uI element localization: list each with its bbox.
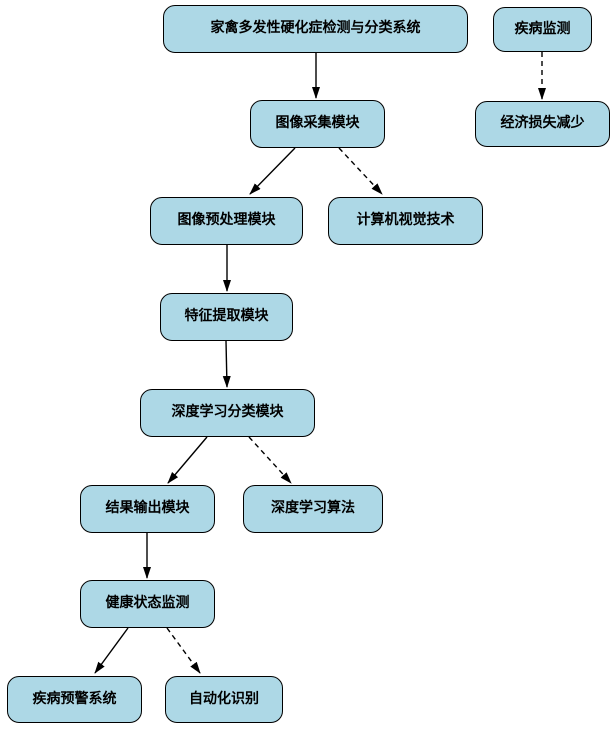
- node-image-preprocessing-label: 图像预处理模块: [177, 212, 276, 229]
- edge-feature-extraction-to-deep-learning-classification: [222, 340, 231, 388]
- edge-image-acquisition-to-computer-vision: [338, 147, 383, 195]
- node-image-acquisition: 图像采集模块: [250, 100, 385, 148]
- node-feature-extraction: 特征提取模块: [160, 293, 293, 341]
- node-health-status-monitoring: 健康状态监测: [80, 580, 215, 628]
- node-health-status-monitoring-label: 健康状态监测: [105, 595, 190, 612]
- node-economic-loss-reduction-label: 经济损失减少: [500, 115, 585, 132]
- edge-health-status-monitoring-to-disease-warning-system: [94, 627, 129, 674]
- node-computer-vision-label: 计算机视觉技术: [356, 212, 455, 229]
- node-result-output-label: 结果输出模块: [105, 500, 190, 517]
- node-economic-loss-reduction: 经济损失减少: [475, 101, 610, 147]
- node-disease-warning-system-label: 疾病预警系统: [32, 690, 117, 707]
- node-disease-monitoring: 疾病监测: [493, 7, 592, 52]
- edge-image-acquisition-to-image-preprocessing: [249, 147, 296, 195]
- node-deep-learning-algorithm-label: 深度学习算法: [271, 500, 355, 517]
- node-feature-extraction-label: 特征提取模块: [184, 308, 269, 325]
- edge-deep-learning-classification-to-deep-learning-algorithm: [248, 436, 292, 484]
- node-image-preprocessing: 图像预处理模块: [150, 197, 303, 245]
- node-system-label: 家禽多发性硬化症检测与分类系统: [210, 20, 421, 37]
- edge-health-status-monitoring-to-automated-recognition: [166, 627, 201, 674]
- node-deep-learning-algorithm: 深度学习算法: [243, 485, 383, 533]
- edge-deep-learning-classification-to-result-output: [167, 436, 208, 484]
- node-disease-warning-system: 疾病预警系统: [7, 676, 142, 723]
- node-automated-recognition-label: 自动化识别: [189, 690, 259, 707]
- node-result-output: 结果输出模块: [80, 485, 215, 533]
- node-deep-learning-classification-label: 深度学习分类模块: [171, 404, 284, 421]
- node-system: 家禽多发性硬化症检测与分类系统: [163, 5, 468, 53]
- node-deep-learning-classification: 深度学习分类模块: [140, 389, 315, 437]
- node-computer-vision: 计算机视觉技术: [328, 197, 483, 245]
- node-automated-recognition: 自动化识别: [165, 676, 283, 723]
- node-disease-monitoring-label: 疾病监测: [514, 20, 571, 37]
- node-image-acquisition-label: 图像采集模块: [275, 115, 360, 132]
